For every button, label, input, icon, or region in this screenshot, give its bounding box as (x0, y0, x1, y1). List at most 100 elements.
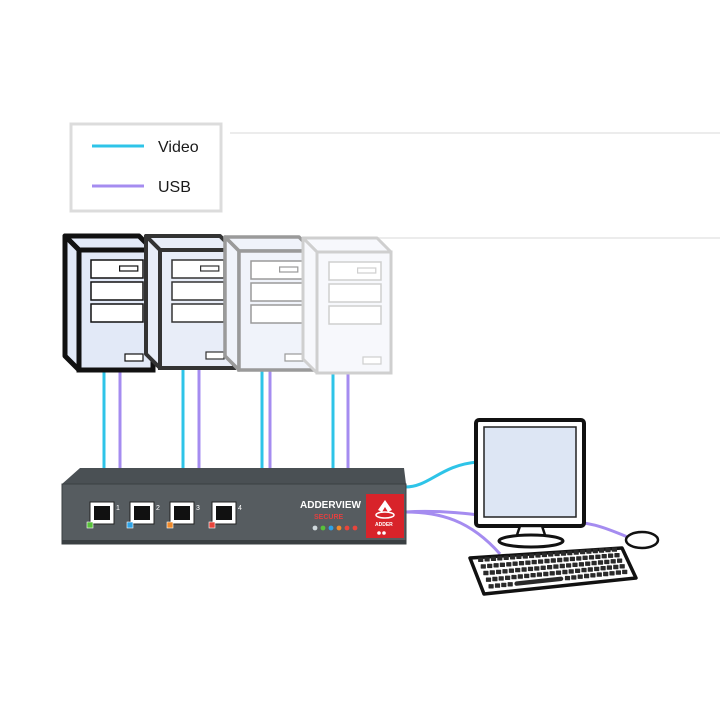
keyboard-key (566, 563, 572, 568)
keyboard-keys (478, 547, 628, 589)
drive-bay (171, 259, 225, 279)
keyboard-key (581, 567, 587, 573)
drive-bay (250, 282, 304, 302)
switch-base (62, 540, 406, 544)
keyboard-key (493, 563, 499, 568)
logo-dot-1 (377, 531, 381, 535)
keyboard-key (549, 571, 555, 576)
keyboard-key (535, 553, 541, 558)
power-button (205, 351, 225, 360)
keyboard-key (594, 566, 600, 572)
keyboard-key (515, 567, 521, 573)
keyboard-key (550, 558, 556, 563)
keyboard-key (577, 574, 583, 579)
tower-side-face (144, 234, 162, 370)
keyboard-key (501, 582, 507, 588)
switch-port-1: 1 (86, 501, 120, 529)
keyboard-key (569, 556, 575, 562)
keyboard (468, 546, 638, 596)
keyboard-key (592, 548, 598, 554)
computer-towers (62, 233, 393, 375)
keyboard-key (585, 561, 591, 566)
keyboard-key (576, 556, 582, 561)
keyboard-key (580, 549, 586, 555)
logo-dot-2 (382, 531, 386, 535)
legend: Video USB (69, 122, 223, 213)
led-1 (320, 525, 326, 531)
video-cable-monitor (404, 460, 479, 489)
monitor-stand (497, 533, 565, 549)
keyboard-key (543, 571, 549, 577)
keyboard-key (544, 558, 550, 564)
led-2 (328, 525, 334, 531)
drive-bay (328, 305, 382, 325)
model-label: SECURE (314, 514, 344, 521)
port-button (134, 506, 150, 520)
keyboard-key (499, 562, 505, 567)
keyboard-key (505, 575, 511, 580)
power-button (284, 353, 304, 362)
keyboard-key (490, 556, 497, 561)
port-indicator (166, 521, 174, 529)
legend-video-label: Video (158, 139, 199, 156)
port-button (174, 506, 190, 520)
port-indicator (86, 521, 94, 529)
keyboard-key (567, 550, 573, 556)
port-number: 1 (116, 505, 120, 512)
port-number: 4 (238, 505, 242, 512)
keyboard-key (507, 582, 513, 587)
keyboard-key (619, 564, 625, 569)
tower-side-face (301, 236, 319, 375)
keyboard-key (554, 551, 560, 557)
computer-tower-1 (62, 233, 156, 373)
legend-usb-label: USB (158, 179, 191, 196)
drive-bay (328, 261, 382, 281)
keyboard-key (517, 574, 523, 579)
switch-port-3: 3 (166, 501, 200, 529)
drive-bay (90, 303, 144, 323)
keyboard-key (510, 555, 516, 560)
keyboard-key (563, 557, 569, 562)
keyboard-key (547, 565, 553, 570)
port-number: 2 (156, 505, 160, 512)
status-leds (312, 525, 358, 531)
port-indicator (208, 521, 216, 529)
power-button (124, 353, 144, 362)
keyboard-key (613, 564, 619, 570)
keyboard-key (622, 569, 628, 575)
keyboard-key (530, 573, 536, 578)
keyboard-key (502, 569, 508, 574)
keyboard-key (555, 570, 562, 575)
keyboard-key (478, 557, 484, 562)
keyboard-key (511, 574, 517, 580)
keyboard-key (534, 566, 540, 571)
drive-slot (279, 266, 299, 273)
drive-slot (357, 267, 377, 274)
keyboard-key (521, 567, 527, 572)
monitor-screen (483, 426, 577, 518)
led-lock (312, 525, 318, 531)
keyboard-key (529, 553, 535, 559)
keyboard-key (562, 569, 568, 575)
mouse (624, 530, 660, 550)
keyboard-key (487, 563, 493, 569)
keyboard-key (609, 571, 615, 576)
port-button (216, 506, 232, 520)
drive-bay (250, 260, 304, 280)
keyboard-key (572, 562, 578, 567)
keyboard-key (497, 556, 503, 561)
led-3 (336, 525, 342, 531)
keyboard-key (506, 562, 512, 567)
keyboard-key (564, 575, 571, 581)
keyboard-key (536, 572, 542, 577)
keyboard-key (605, 547, 611, 553)
keyboard-key (480, 564, 486, 569)
drive-slot (118, 265, 139, 272)
computer-tower-3 (223, 235, 315, 372)
keyboard-key (512, 561, 518, 566)
keyboard-key (503, 555, 509, 560)
port-button (94, 506, 110, 520)
